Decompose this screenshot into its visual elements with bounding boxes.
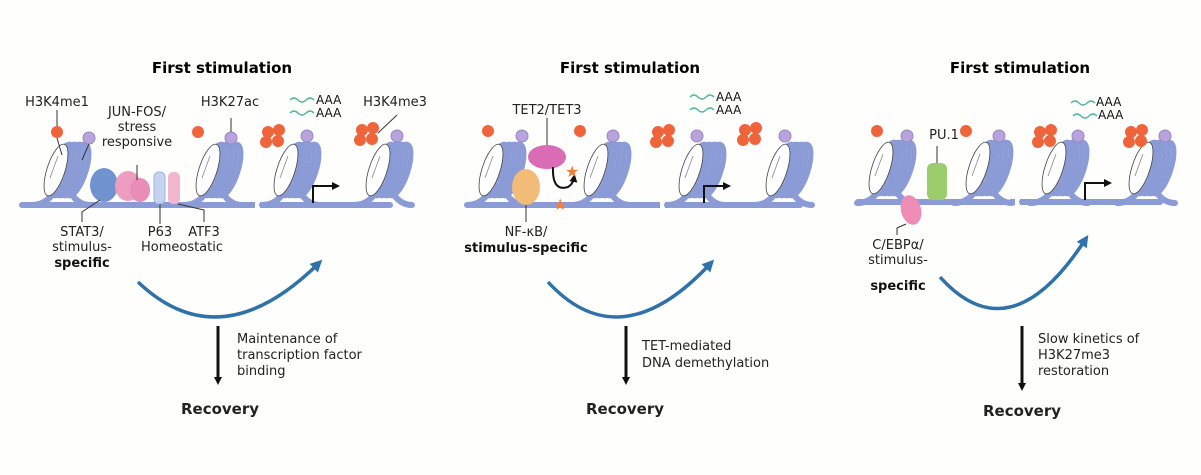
trimethyl-cluster	[260, 124, 285, 148]
mechanism-line-1: TET-mediated	[641, 339, 731, 354]
h3k27ac-label: H3K27ac	[201, 95, 259, 110]
nucleosome	[951, 139, 1015, 206]
tet-protein	[528, 145, 566, 169]
panel-1: First stimulation H3K4me1 H3K	[19, 59, 427, 418]
polya-label: AAA	[1098, 108, 1124, 122]
stat3-label-2: stimulus-	[52, 240, 112, 255]
mechanism-line-2: DNA demethylation	[642, 356, 769, 371]
tet-label: TET2/TET3	[511, 103, 581, 118]
polya-label: AAA	[316, 106, 342, 120]
tss-arrow	[312, 182, 340, 203]
mechanism-line-1: Slow kinetics of	[1038, 332, 1140, 347]
methyl-mark	[192, 126, 204, 138]
nucleosome	[1027, 139, 1091, 206]
polya-label: AAA	[716, 103, 742, 117]
pu1-protein	[927, 163, 947, 200]
nfkb-label-2: stimulus-specific	[464, 241, 587, 256]
polya-label: AAA	[716, 90, 742, 104]
nucleosome	[664, 141, 728, 208]
jun-fos-label-2: stress	[118, 120, 157, 135]
mechanism-line-2: transcription factor	[237, 348, 363, 363]
trimethyl-cluster	[737, 122, 762, 146]
acetyl-mark	[224, 131, 238, 145]
jun-fos-label-1: JUN-FOS/	[107, 105, 167, 120]
polya-label: AAA	[316, 93, 342, 107]
nucleosome	[351, 141, 415, 208]
p63-label: P63	[148, 225, 172, 240]
stat3-protein	[90, 168, 118, 202]
p63-protein	[153, 171, 166, 205]
atf3-protein	[168, 172, 180, 204]
panel-2: First stimulation TET2/TET3 NF-κB/ stimu…	[464, 59, 815, 418]
panel-1-title: First stimulation	[152, 59, 292, 77]
mrna-transcripts: AAA AAA	[289, 93, 342, 120]
nucleosome	[1114, 139, 1178, 206]
trimethyl-cluster	[650, 124, 675, 148]
methyl-cpg-star: ★	[553, 197, 567, 214]
stat3-label-3: specific	[54, 256, 109, 271]
nucleosome	[29, 141, 93, 208]
nucleosome	[854, 139, 918, 206]
trimethyl-cluster	[1032, 124, 1057, 148]
nucleosome	[751, 141, 815, 208]
panel-2-title: First stimulation	[560, 59, 700, 77]
recovery-label: Recovery	[586, 400, 664, 418]
fos-protein	[130, 178, 150, 202]
cycle-arrow	[938, 234, 1089, 311]
nfkb-protein	[512, 169, 540, 205]
cebpa-label-1: C/EBPα/	[872, 238, 924, 253]
cebpa-protein	[900, 195, 922, 225]
mechanism-line-3: binding	[237, 364, 285, 379]
tss-arrow	[703, 182, 731, 203]
acetyl-mark	[82, 131, 96, 145]
nucleosome	[181, 141, 245, 208]
cycle-arrow	[136, 259, 323, 319]
panel-3-title: First stimulation	[950, 59, 1090, 77]
mrna-transcripts: AAA AAA	[1070, 95, 1124, 122]
nucleosome	[259, 141, 323, 208]
methyl-cpg-star: ★	[565, 164, 579, 181]
recovery-label: Recovery	[181, 400, 259, 418]
methyl-mark	[51, 126, 63, 138]
panel-3: First stimulation PU.1 C/EBPα/ stimulus-…	[854, 59, 1178, 420]
trimethyl-cluster	[1123, 124, 1148, 148]
trimethyl-cluster	[354, 122, 379, 146]
cycle-arrow	[546, 259, 715, 319]
nucleosome	[569, 141, 633, 208]
nfkb-label-1: NF-κB/	[505, 225, 548, 240]
mrna-transcripts: AAA AAA	[689, 90, 742, 117]
demethylation-arrow	[551, 166, 578, 189]
recovery-label: Recovery	[983, 402, 1061, 420]
mechanism-line-3: restoration	[1038, 364, 1109, 379]
h3k4me1-label: H3K4me1	[25, 95, 89, 110]
pu1-label: PU.1	[929, 128, 959, 143]
homeostatic-label: Homeostatic	[141, 240, 223, 255]
cebpa-label-3: specific	[870, 279, 925, 294]
h3k4me3-label: H3K4me3	[363, 95, 427, 110]
mechanism-line-2: H3K27me3	[1038, 348, 1110, 363]
tss-arrow	[1084, 179, 1112, 200]
jun-fos-label-3: responsive	[102, 135, 172, 150]
atf3-label: ATF3	[188, 225, 220, 240]
mechanism-line-1: Maintenance of	[237, 332, 338, 347]
stat3-label-1: STAT3/	[60, 225, 104, 240]
polya-label: AAA	[1096, 95, 1122, 109]
cebpa-label-2: stimulus-	[868, 253, 928, 268]
